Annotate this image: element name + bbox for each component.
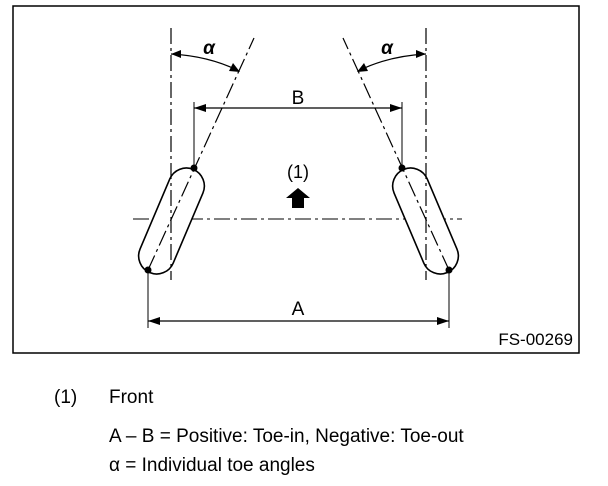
callout-number: (1) xyxy=(287,162,309,182)
dimension-a: A xyxy=(147,270,450,328)
dimension-b: B xyxy=(193,88,403,168)
left-alpha-label: α xyxy=(203,38,216,59)
legend-formula: A – B = Positive: Toe-in, Negative: Toe-… xyxy=(109,426,464,447)
legend-number: (1) xyxy=(54,387,78,408)
right-alpha-label: α xyxy=(381,38,394,59)
legend-item-front: Front xyxy=(109,387,154,408)
a-arrowhead-left xyxy=(148,317,160,325)
alpha-definition-text: = Individual toe angles xyxy=(119,455,315,476)
left-alpha-angle: α xyxy=(170,38,240,72)
right-wheel xyxy=(342,28,460,280)
right-alpha-angle: α xyxy=(357,38,427,72)
right-alpha-arrowhead-left xyxy=(357,63,368,72)
a-arrowhead-right xyxy=(437,317,449,325)
diagram-frame xyxy=(12,5,580,354)
figure-code: FS-00269 xyxy=(498,330,573,349)
left-toe-line xyxy=(147,37,255,271)
front-callout: (1) xyxy=(286,162,310,208)
front-arrow-icon xyxy=(286,188,310,208)
right-toe-line xyxy=(342,37,450,271)
right-alpha-arrowhead-right xyxy=(416,50,426,58)
left-alpha-arrowhead-right xyxy=(229,63,240,72)
legend-alpha-definition: α = Individual toe angles xyxy=(109,455,315,477)
a-label: A xyxy=(292,299,305,320)
alpha-symbol: α xyxy=(109,455,120,476)
left-alpha-arrowhead-left xyxy=(171,50,181,58)
b-arrowhead-left xyxy=(194,104,206,112)
left-wheel xyxy=(137,28,255,280)
b-arrowhead-right xyxy=(390,104,402,112)
b-label: B xyxy=(292,88,305,109)
